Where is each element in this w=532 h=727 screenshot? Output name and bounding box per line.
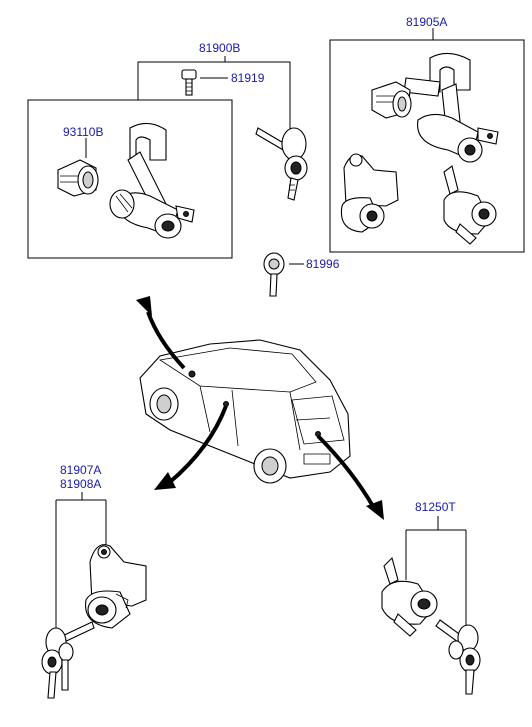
- callout-81900b[interactable]: 81900B: [199, 41, 241, 55]
- door-lock-81907a-group: [55, 492, 107, 630]
- callout-81919[interactable]: 81919: [231, 71, 265, 85]
- callout-81250t[interactable]: 81250T: [415, 500, 456, 514]
- car-illustration: [139, 339, 351, 484]
- arrow-to-door-lock: [154, 405, 228, 490]
- bolt-81919[interactable]: [181, 69, 197, 96]
- steering-lock-assembly[interactable]: [109, 122, 195, 239]
- door-keys[interactable]: [41, 621, 95, 699]
- door-lock-cylinder[interactable]: [84, 544, 147, 629]
- callout-93110b[interactable]: 93110B: [63, 125, 104, 139]
- tailgate-lock-cylinder[interactable]: [381, 556, 438, 637]
- callout-81905a[interactable]: 81905A: [406, 15, 448, 29]
- lock-set-box: [27, 99, 233, 259]
- steering-lock-alt-assembly[interactable]: [371, 52, 499, 163]
- lock-set-alt-box: [329, 39, 525, 253]
- tailgate-keys[interactable]: [435, 619, 481, 695]
- ignition-switch-93110b[interactable]: [57, 159, 99, 197]
- lock-set-81905a-group: [329, 28, 525, 253]
- tailgate-lock-cylinder-alt[interactable]: [443, 165, 497, 245]
- tailgate-lock-81250t-group: [405, 516, 467, 640]
- lock-set-81900b-group: [27, 56, 291, 259]
- door-lock-cylinder-alt[interactable]: [340, 153, 399, 233]
- blank-key-81996[interactable]: [263, 252, 304, 297]
- callout-81996[interactable]: 81996: [306, 257, 340, 271]
- callout-81907a[interactable]: 81907A: [60, 463, 102, 477]
- arrow-to-ignition: [136, 296, 186, 370]
- callout-81908a[interactable]: 81908A: [60, 477, 102, 491]
- arrow-to-tailgate-lock: [316, 434, 384, 520]
- ignition-key[interactable]: [255, 127, 308, 201]
